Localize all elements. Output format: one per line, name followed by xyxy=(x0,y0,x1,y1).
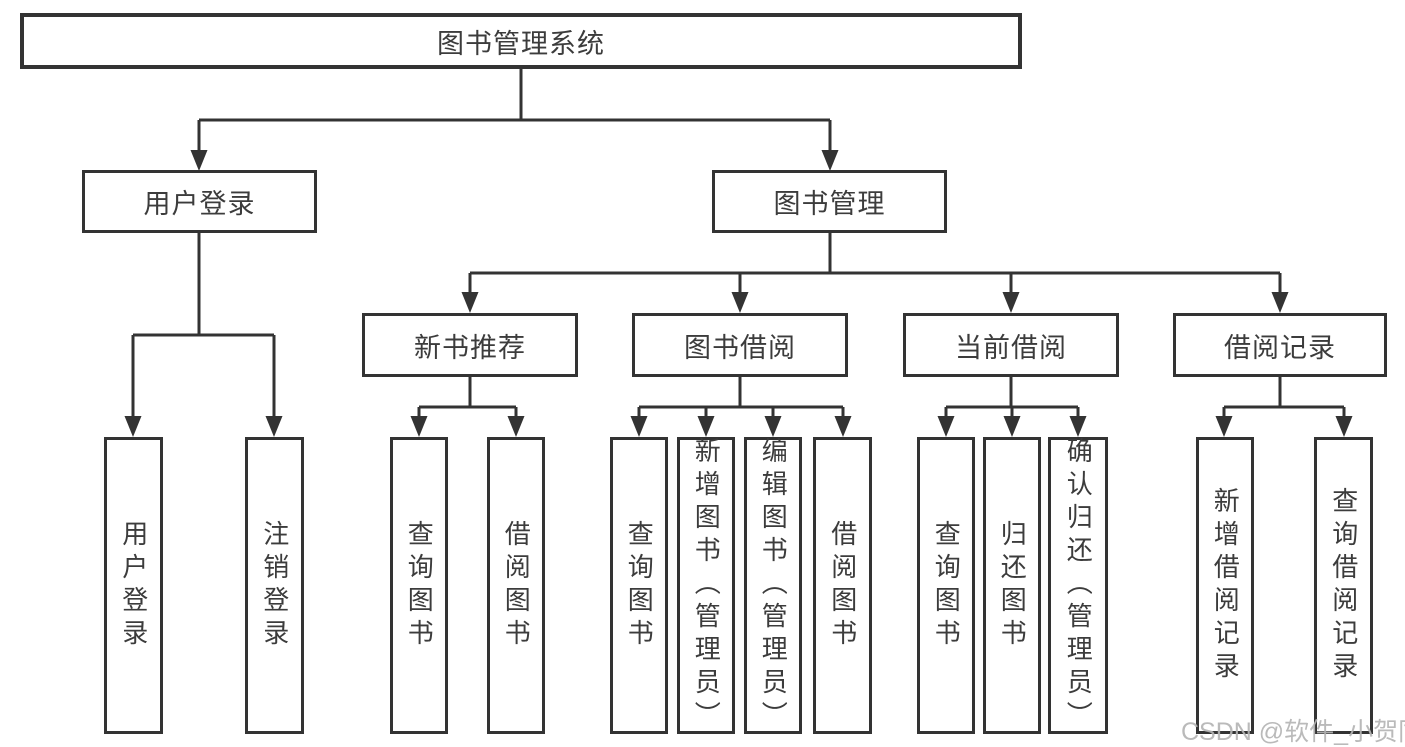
leaf-query-book-recommend: 查询图书 xyxy=(390,437,448,734)
leaf-label: 编辑图书（管理员） xyxy=(758,437,789,734)
leaf-label: 查询图书 xyxy=(624,519,655,652)
node-borrow-records: 借阅记录 xyxy=(1173,313,1387,377)
leaf-label: 借阅图书 xyxy=(827,519,858,652)
leaf-logout-login: 注销登录 xyxy=(245,437,304,734)
node-label: 借阅记录 xyxy=(1224,332,1336,363)
node-label: 图书借阅 xyxy=(684,332,796,363)
leaf-label: 查询图书 xyxy=(404,519,435,652)
connector-current-borrow-to-leaves xyxy=(937,377,1087,437)
node-new-book-recommend: 新书推荐 xyxy=(362,313,578,377)
leaf-label: 确认归还（管理员） xyxy=(1063,437,1094,734)
node-current-borrow: 当前借阅 xyxy=(903,313,1119,377)
node-book-borrow: 图书借阅 xyxy=(632,313,848,377)
leaf-confirm-return-admin: 确认归还（管理员） xyxy=(1048,437,1108,734)
leaf-label: 查询借阅记录 xyxy=(1328,486,1359,685)
node-system-root: 图书管理系统 xyxy=(20,13,1022,69)
connector-new-book-to-leaves xyxy=(410,377,525,437)
leaf-add-book-admin: 新增图书（管理员） xyxy=(677,437,735,734)
connector-user-login-to-leaves xyxy=(124,233,283,437)
connector-book-borrow-to-leaves xyxy=(630,377,852,437)
leaf-label: 用户登录 xyxy=(118,519,149,652)
connector-book-management-to-level3 xyxy=(461,233,1289,313)
leaf-borrow-book-borrow: 借阅图书 xyxy=(813,437,872,734)
connector-borrow-records-to-leaves xyxy=(1215,377,1353,437)
leaf-return-book: 归还图书 xyxy=(983,437,1041,734)
leaf-label: 借阅图书 xyxy=(501,519,532,652)
leaf-borrow-book-recommend: 借阅图书 xyxy=(487,437,545,734)
leaf-label: 新增图书（管理员） xyxy=(691,437,722,734)
node-book-management: 图书管理 xyxy=(712,170,947,233)
leaf-query-book-current: 查询图书 xyxy=(917,437,975,734)
leaf-query-borrow-record: 查询借阅记录 xyxy=(1314,437,1373,734)
watermark: CSDN @软件_小贺同学 xyxy=(1181,718,1405,746)
node-label: 用户登录 xyxy=(143,189,256,219)
leaf-add-borrow-record: 新增借阅记录 xyxy=(1196,437,1254,734)
node-label: 图书管理系统 xyxy=(437,28,605,59)
leaf-edit-book-admin: 编辑图书（管理员） xyxy=(744,437,802,734)
leaf-label: 归还图书 xyxy=(997,519,1028,652)
leaf-label: 查询图书 xyxy=(931,519,962,652)
node-label: 新书推荐 xyxy=(414,332,526,363)
leaf-query-book-borrow: 查询图书 xyxy=(610,437,668,734)
connector-root-to-level2 xyxy=(190,69,839,171)
node-label: 当前借阅 xyxy=(955,332,1067,363)
node-user-login: 用户登录 xyxy=(82,170,317,233)
leaf-user-login: 用户登录 xyxy=(104,437,163,734)
leaf-label: 新增借阅记录 xyxy=(1210,486,1241,685)
node-label: 图书管理 xyxy=(773,189,886,219)
leaf-label: 注销登录 xyxy=(259,519,290,652)
